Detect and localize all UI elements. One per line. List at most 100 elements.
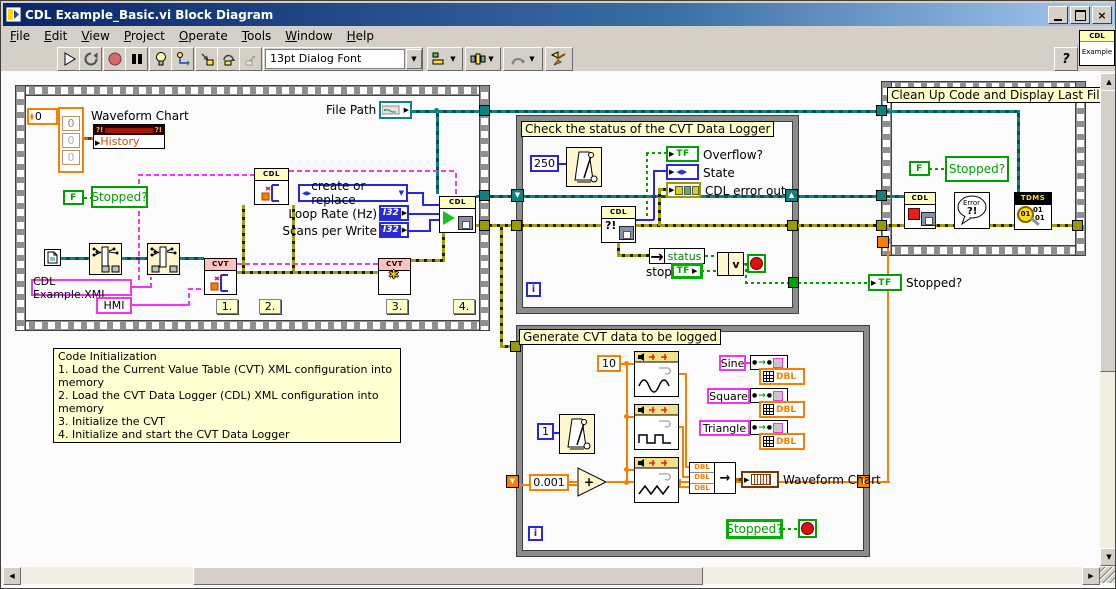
array-index-constant[interactable]: ▲▼ 0 <box>27 108 58 125</box>
array-constant[interactable]: 0 0 0 <box>58 107 84 173</box>
wait-250-constant[interactable]: 250 <box>530 155 559 172</box>
stopped-local-variable-right[interactable]: Stopped? <box>945 156 1009 182</box>
block-diagram[interactable]: ▼ ▲ ▼ ▲ ▲▼ 0 0 0 0 Waveform Chart ?!?! ▶… <box>1 71 1115 588</box>
tdms-file-viewer[interactable]: TDMS 01 01 01 <box>1014 192 1052 230</box>
waveform-chart-local-variable[interactable]: ▶ <box>741 471 779 488</box>
flat-sequence-cleanup[interactable] <box>881 81 1086 256</box>
spinner-icon[interactable]: ▲▼ <box>30 111 34 122</box>
add-function[interactable]: + <box>577 467 609 497</box>
title-bar[interactable]: CDL Example_Basic.vi Block Diagram × <box>3 3 1115 26</box>
dbl-type-constant[interactable]: DBL <box>759 433 805 450</box>
iteration-terminal[interactable]: i <box>526 282 541 297</box>
menu-view[interactable]: View <box>81 28 110 43</box>
while-loop-status[interactable] <box>517 116 798 313</box>
menu-operate[interactable]: Operate <box>178 28 228 43</box>
file-path-control[interactable]: ▶ <box>379 101 412 119</box>
loop-condition-terminal[interactable] <box>747 254 766 273</box>
wait-1-constant[interactable]: 1 <box>537 423 554 440</box>
cvt-load-xml-subvi-2[interactable] <box>147 243 180 275</box>
cdl-start-subvi[interactable]: CDL <box>439 196 476 233</box>
false-constant[interactable]: F <box>63 190 84 205</box>
menu-help[interactable]: Help <box>346 28 374 43</box>
vertical-scroll-thumb[interactable] <box>1100 90 1115 372</box>
shift-register-left[interactable]: ▼ <box>511 189 524 202</box>
triangle-generator-node[interactable] <box>634 457 679 503</box>
step-into-button[interactable] <box>195 47 218 71</box>
shift-register-right[interactable]: ▲ <box>785 189 798 202</box>
scroll-down-button[interactable]: ▼ <box>1100 548 1115 566</box>
vi-icon[interactable]: CDL Example <box>1079 30 1115 66</box>
file-constant[interactable] <box>44 249 61 266</box>
minimize-button[interactable] <box>1048 6 1068 24</box>
scans-per-write-constant[interactable]: I32▶ <box>379 222 409 238</box>
close-button[interactable]: × <box>1092 6 1112 24</box>
increment-constant[interactable]: 0.001 <box>529 474 569 491</box>
resize-grip[interactable] <box>1100 567 1115 583</box>
reorder-button[interactable]: ▼ <box>503 47 543 71</box>
stopped-local-variable-mid[interactable]: ▶TF <box>868 274 902 291</box>
font-selector-value[interactable]: 13pt Dialog Font <box>265 49 405 69</box>
scroll-right-button[interactable]: ▶ <box>1082 567 1100 585</box>
stopped-local-variable-gen[interactable]: Stopped? <box>726 519 783 539</box>
overflow-indicator[interactable]: ▶TF <box>666 146 699 162</box>
history-property[interactable]: ▶History <box>95 135 140 148</box>
step-out-button[interactable] <box>239 47 262 71</box>
retain-wire-values-button[interactable] <box>171 47 194 71</box>
sine-generator-node[interactable] <box>634 351 679 397</box>
cdl-error-out-indicator[interactable]: ▶ <box>666 182 701 198</box>
build-array-node[interactable]: DBL DBL DBL → <box>689 462 736 494</box>
align-objects-button[interactable]: ▼ <box>427 47 463 71</box>
wait-ms-function-gen[interactable] <box>559 414 595 454</box>
run-button[interactable] <box>57 47 80 71</box>
shift-register-right[interactable]: ▲ <box>857 475 870 488</box>
xml-string-constant[interactable]: CDL Example.XML <box>31 275 132 301</box>
pause-button[interactable] <box>125 47 148 71</box>
cvt-write-tag-node[interactable]: ●→● <box>750 355 788 370</box>
maximize-button[interactable] <box>1070 6 1090 24</box>
cvt-init-subvi[interactable]: CVT <box>204 258 237 295</box>
run-continuously-button[interactable] <box>79 47 102 71</box>
sticky-note[interactable]: Code Initialization 1. Load the Current … <box>53 348 401 443</box>
state-indicator[interactable]: ▶◀▶ <box>666 164 699 180</box>
cdl-stop-subvi[interactable]: CDL <box>904 192 936 229</box>
hmi-string-constant[interactable]: HMI <box>96 297 132 314</box>
shift-register-left[interactable]: ▼ <box>506 475 519 488</box>
iteration-terminal[interactable]: i <box>528 526 543 541</box>
simple-error-handler[interactable]: Error ?! <box>954 192 990 229</box>
cdl-load-config-subvi[interactable]: CDL <box>254 168 289 205</box>
horizontal-scroll-thumb[interactable] <box>193 567 703 585</box>
unbundle-status-field[interactable]: status <box>667 249 702 263</box>
cvt-start-subvi[interactable]: CVT * <box>378 258 411 295</box>
cleanup-diagram-button[interactable] <box>545 47 573 71</box>
context-help-button[interactable]: ? <box>1054 47 1078 71</box>
menu-project[interactable]: Project <box>123 28 165 43</box>
square-generator-node[interactable] <box>634 404 679 450</box>
amplitude-constant[interactable]: 10 <box>597 355 621 372</box>
step-over-button[interactable] <box>217 47 240 71</box>
unbundle-by-name-node[interactable]: → status <box>649 247 705 266</box>
dbl-type-constant[interactable]: DBL <box>759 368 805 385</box>
loop-rate-constant[interactable]: I32▶ <box>379 205 409 221</box>
menu-edit[interactable]: Edit <box>44 28 68 43</box>
abort-button[interactable] <box>103 47 126 71</box>
flat-sequence-init[interactable] <box>15 85 490 331</box>
highlight-execution-button[interactable] <box>149 47 172 71</box>
menu-file[interactable]: File <box>10 28 31 43</box>
scroll-up-button[interactable]: ▲ <box>1100 73 1115 91</box>
menu-tools[interactable]: Tools <box>241 28 272 43</box>
false-constant-right[interactable]: F <box>909 161 930 176</box>
dbl-type-constant[interactable]: DBL <box>759 401 805 418</box>
stopped-local-variable[interactable]: Stopped? <box>91 186 148 208</box>
wait-ms-function[interactable] <box>566 147 602 187</box>
distribute-objects-button[interactable]: ▼ <box>465 47 501 71</box>
cdl-check-status-subvi[interactable]: CDL ?! <box>601 206 636 243</box>
while-loop-generate[interactable] <box>517 326 869 556</box>
square-string-constant[interactable]: Square <box>707 388 750 404</box>
font-selector[interactable]: 13pt Dialog Font ▼ <box>263 47 423 71</box>
generate-loop-title[interactable]: Generate CVT data to be logged <box>519 329 722 345</box>
status-loop-title[interactable]: Check the status of the CVT Data Logger <box>521 121 775 137</box>
enum-constant[interactable]: ◀▶ create or replace ▼ <box>298 179 408 207</box>
sine-string-constant[interactable]: Sine <box>719 355 746 371</box>
cvt-load-xml-subvi-1[interactable] <box>89 243 122 275</box>
cleanup-title[interactable]: Clean Up Code and Display Last File <box>887 87 1111 103</box>
